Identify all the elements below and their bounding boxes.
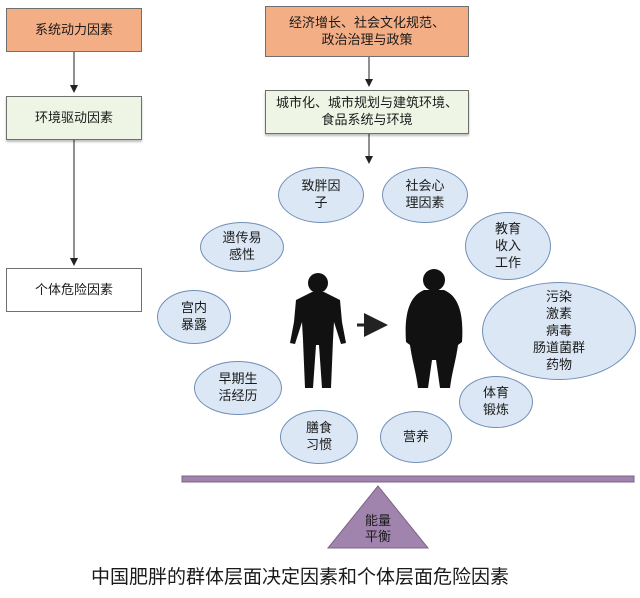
macro-determinants-label: 经济增长、社会文化规范、 政治治理与政策	[288, 15, 445, 48]
lean-person-silhouette	[290, 273, 346, 388]
exercise-label: 体育 锻炼	[482, 386, 509, 418]
early-life-bubble: 早期生 活经历	[194, 361, 282, 415]
obesogenic-factor-bubble: 致胖因 子	[278, 167, 364, 223]
education-income-bubble: 教育 收入 工作	[465, 212, 551, 280]
intrauterine-exposure-bubble: 宫内 暴露	[157, 290, 231, 344]
urban-environment-label: 城市化、城市规划与建筑环境、 食品系统与环境	[275, 96, 458, 128]
systemic-factors-label: 系统动力因素	[34, 22, 113, 38]
individual-factors-label: 个体危险因素	[34, 282, 113, 298]
systemic-factors-box: 系统动力因素	[6, 8, 142, 52]
balance-beam	[181, 475, 635, 483]
environmental-factors-box: 环境驱动因素	[6, 96, 142, 140]
nutrition-bubble: 营养	[380, 411, 452, 463]
nutrition-label: 营养	[402, 429, 429, 445]
diet-habits-bubble: 膳食 习惯	[280, 410, 358, 464]
exercise-bubble: 体育 锻炼	[459, 376, 533, 428]
diet-habits-label: 膳食 习惯	[305, 421, 332, 453]
psychosocial-factor-bubble: 社会心 理因素	[382, 167, 468, 223]
obesogenic-factor-label: 致胖因 子	[301, 179, 341, 211]
genetic-susceptibility-label: 遗传易 感性	[222, 231, 262, 263]
psychosocial-factor-label: 社会心 理因素	[405, 179, 445, 211]
obese-person-silhouette	[405, 269, 463, 388]
environmental-factors-label: 环境驱动因素	[34, 110, 113, 126]
pollution-bubble: 污染 激素 病毒 肠道菌群 药物	[482, 282, 636, 380]
education-income-label: 教育 收入 工作	[494, 221, 521, 271]
intrauterine-exposure-label: 宫内 暴露	[180, 301, 207, 333]
energy-balance-label: 能量 平衡	[364, 514, 391, 545]
figure-caption: 中国肥胖的群体层面决定因素和个体层面危险因素	[90, 566, 509, 588]
balance-fulcrum	[326, 485, 430, 549]
genetic-susceptibility-bubble: 遗传易 感性	[200, 222, 284, 272]
urban-environment-box: 城市化、城市规划与建筑环境、 食品系统与环境	[265, 90, 469, 134]
pollution-label: 污染 激素 病毒 肠道菌群 药物	[532, 289, 585, 373]
early-life-label: 早期生 活经历	[218, 372, 258, 404]
macro-determinants-box: 经济增长、社会文化规范、 政治治理与政策	[265, 6, 469, 57]
individual-factors-box: 个体危险因素	[6, 268, 142, 312]
